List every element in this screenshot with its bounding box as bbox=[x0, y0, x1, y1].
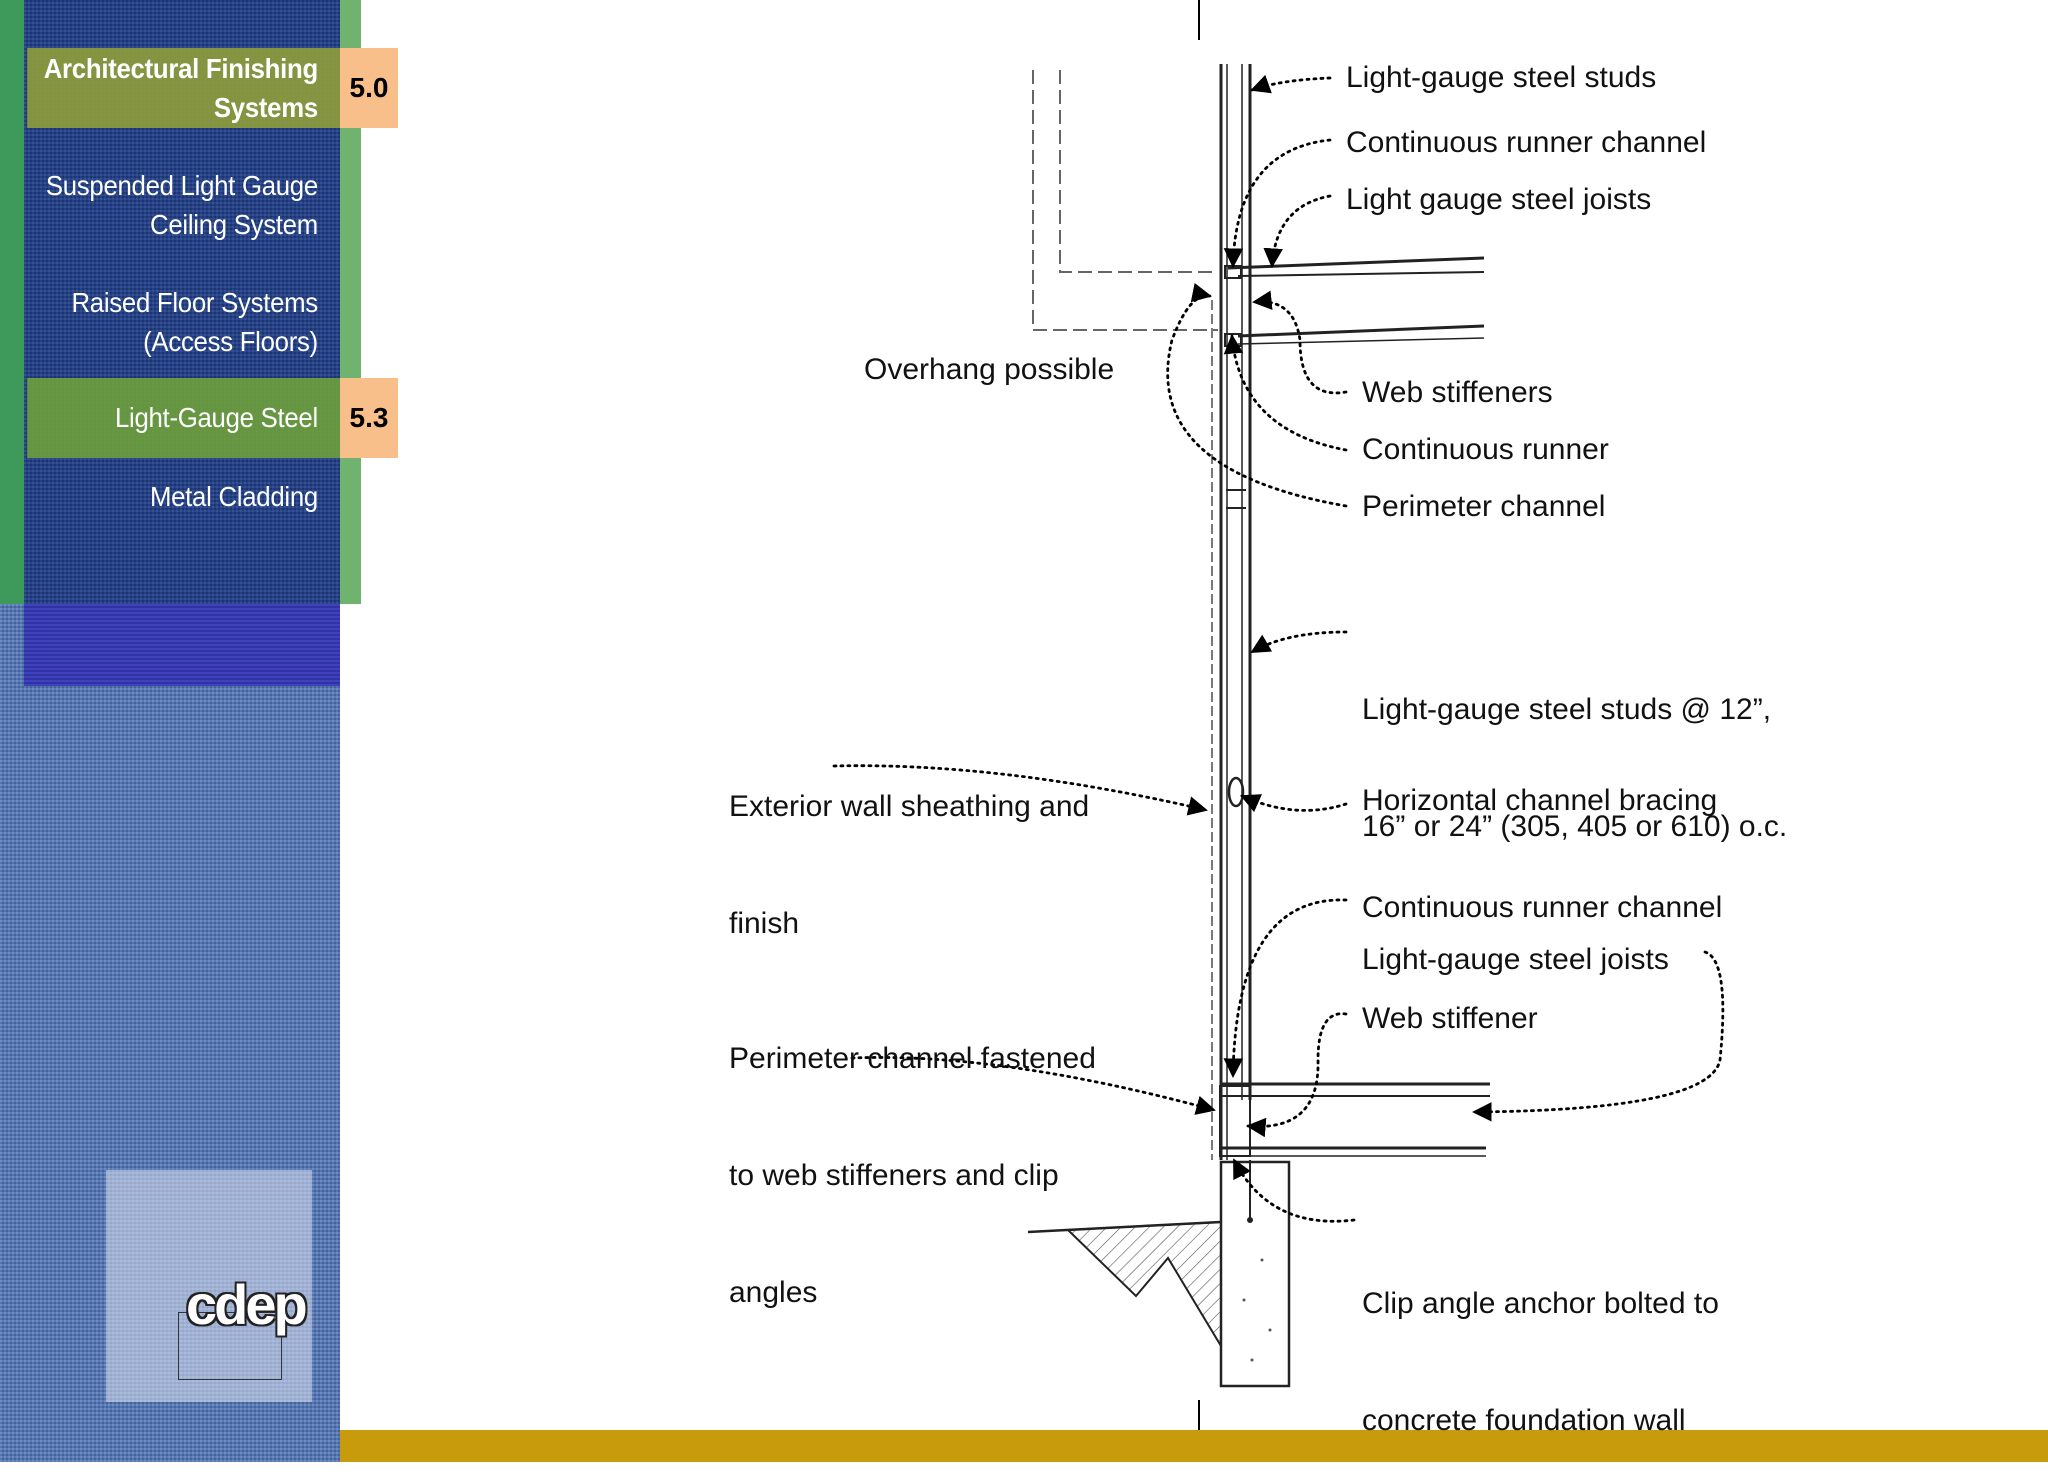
sidebar-item-label-line2: Systems bbox=[213, 92, 318, 123]
label-sheathing-line2: finish bbox=[729, 907, 800, 940]
section-number-badge: 5.0 bbox=[340, 48, 398, 128]
label-clip-angle: Clip angle anchor bolted to concrete fou… bbox=[1362, 1206, 1719, 1479]
label-joists-top: Light gauge steel joists bbox=[1346, 183, 1652, 216]
sidebar-purple-band bbox=[24, 604, 340, 686]
label-studs-spacing-line2: 16” or 24” (305, 405 or 610) o.c. bbox=[1362, 810, 1788, 843]
sidebar-item-light-gauge-steel[interactable]: Light-Gauge Steel bbox=[27, 378, 340, 458]
label-runner-channel-bottom: Continuous runner channel bbox=[1362, 891, 1723, 924]
label-bracing: Horizontal channel bracing bbox=[1362, 784, 1718, 817]
logo-panel bbox=[106, 1170, 312, 1402]
label-perimeter-fastened: Perimeter channel fastened to web stiffe… bbox=[729, 961, 1096, 1351]
bottom-joists bbox=[1219, 1082, 1490, 1157]
cdep-logo: cdep bbox=[186, 1273, 308, 1336]
sidebar-item-label: Light-Gauge Steel bbox=[114, 402, 318, 433]
sidebar-item-label: Metal Cladding bbox=[149, 481, 318, 512]
label-studs-top: Light-gauge steel studs bbox=[1346, 61, 1657, 94]
footer-bar bbox=[340, 1430, 2048, 1462]
sidebar-item-label-line2: (Access Floors) bbox=[143, 326, 318, 357]
label-perimeter-fastened-line1: Perimeter channel fastened bbox=[729, 1042, 1096, 1075]
label-sheathing: Exterior wall sheathing and finish bbox=[729, 709, 1089, 982]
label-runner-channel-top: Continuous runner channel bbox=[1346, 126, 1707, 159]
label-studs-spacing-line1: Light-gauge steel studs @ 12”, bbox=[1362, 693, 1772, 726]
label-web-stiffeners: Web stiffeners bbox=[1362, 376, 1553, 409]
label-web-stiffener: Web stiffener bbox=[1362, 1002, 1538, 1035]
steel-studs bbox=[1211, 64, 1252, 1160]
sidebar-item-raised-floor-systems[interactable]: Raised Floor Systems (Access Floors) bbox=[27, 283, 340, 363]
concrete-foundation bbox=[1219, 1160, 1291, 1388]
sidebar-item-label-line2: Ceiling System bbox=[149, 209, 318, 240]
logo-frame bbox=[178, 1312, 282, 1380]
leader-lines bbox=[832, 74, 1725, 1223]
label-joists-bottom: Light-gauge steel joists bbox=[1362, 943, 1669, 976]
sidebar-item-label: Raised Floor Systems bbox=[71, 287, 318, 318]
section-number-badge: 5.3 bbox=[340, 378, 398, 458]
sidebar-left-strip bbox=[0, 0, 24, 604]
label-clip-angle-line2: concrete foundation wall bbox=[1362, 1404, 1686, 1437]
label-perimeter-fastened-line2: to web stiffeners and clip bbox=[729, 1159, 1059, 1192]
label-continuous-runner: Continuous runner bbox=[1362, 433, 1609, 466]
sidebar-item-metal-cladding[interactable]: Metal Cladding bbox=[27, 477, 340, 517]
label-clip-angle-line1: Clip angle anchor bolted to bbox=[1362, 1287, 1719, 1320]
label-perimeter-fastened-line3: angles bbox=[729, 1276, 818, 1309]
label-studs-spacing: Light-gauge steel studs @ 12”, 16” or 24… bbox=[1362, 612, 1787, 885]
sidebar-item-architectural-finishing-systems[interactable]: Architectural Finishing Systems bbox=[27, 48, 340, 128]
label-overhang: Overhang possible bbox=[864, 353, 1115, 386]
sidebar-item-suspended-ceiling[interactable]: Suspended Light Gauge Ceiling System bbox=[27, 166, 340, 246]
sidebar-item-label: Architectural Finishing bbox=[43, 53, 318, 84]
overhang-outline bbox=[1032, 70, 1218, 331]
label-perimeter-channel: Perimeter channel bbox=[1362, 490, 1606, 523]
sidebar-item-label: Suspended Light Gauge bbox=[45, 170, 318, 201]
label-sheathing-line1: Exterior wall sheathing and bbox=[729, 790, 1090, 823]
channel-bracing bbox=[1227, 776, 1245, 808]
ground-soil bbox=[1027, 1220, 1222, 1350]
